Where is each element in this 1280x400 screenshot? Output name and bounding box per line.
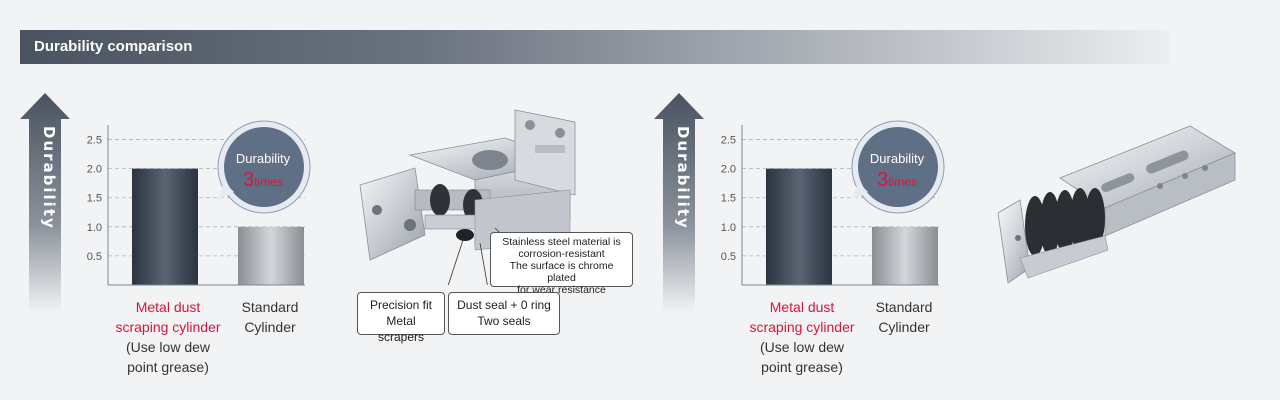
- durability-arrow-icon: [20, 93, 70, 313]
- category-line: (Use low dew: [759, 339, 845, 355]
- bar-metal-dust-scraping: [132, 168, 198, 285]
- category-line: Standard: [875, 299, 933, 315]
- y-tick-label: 0.5: [87, 251, 102, 263]
- durability-callout-bubble: [217, 120, 311, 214]
- callout-seal: Dust seal + 0 ring Two seals: [448, 292, 560, 335]
- callout-line: Dust seal + 0 ring: [457, 298, 551, 312]
- bar-chart: 0.5 1.0 1.5 2.0 2.5: [721, 125, 939, 286]
- category-line: Standard: [241, 299, 299, 315]
- y-tick-label: 2.5: [87, 135, 102, 147]
- callout-precision: Precision fit Metal scrapers: [357, 292, 445, 344]
- category-line: Cylinder: [878, 319, 930, 335]
- category-line: Cylinder: [244, 319, 296, 335]
- callout-line: corrosion-resistant: [518, 248, 605, 260]
- durability-chart-left: Durability 0.5 1.0 1.5 2.0 2.5 Durability 3t…: [0, 0, 340, 400]
- y-tick-label: 1.5: [87, 193, 102, 205]
- category-line: Metal dust: [135, 299, 201, 315]
- y-tick-label: 1.0: [87, 222, 102, 234]
- bar-metal-dust-scraping: [766, 168, 832, 285]
- annotation-number: 3: [877, 169, 889, 191]
- category-line: point grease): [761, 359, 843, 375]
- y-tick-label: 2.5: [721, 135, 736, 147]
- annotation-multiplier: 3times: [852, 169, 942, 192]
- durability-chart-right: Durability 0.5 1.0 1.5 2.0 2.5 Durability 3t…: [634, 0, 974, 400]
- category-label-standard: Standard Cylinder: [854, 297, 954, 337]
- bar-standard-cylinder: [872, 226, 938, 285]
- annotation-word: Durability: [235, 151, 291, 166]
- y-axis-label: Durability: [40, 126, 58, 230]
- annotation-multiplier: 3times: [218, 169, 308, 192]
- category-label-metal: Metal dust scraping cylinder (Use low de…: [737, 297, 867, 377]
- category-line: (Use low dew: [125, 339, 211, 355]
- y-tick-label: 1.0: [721, 222, 736, 234]
- y-tick-label: 1.5: [721, 193, 736, 205]
- category-line: Metal dust: [769, 299, 835, 315]
- annotation-number: 3: [243, 169, 255, 191]
- bar-standard-cylinder: [238, 226, 304, 285]
- section-title: Durability comparison: [34, 38, 193, 55]
- y-tick-label: 0.5: [721, 251, 736, 263]
- bar-chart: 0.5 1.0 1.5 2.0 2.5: [87, 125, 305, 286]
- category-label-standard: Standard Cylinder: [220, 297, 320, 337]
- category-line: point grease): [127, 359, 209, 375]
- annotation-unit: times: [254, 175, 283, 189]
- callout-line: Stainless steel material is: [502, 236, 621, 248]
- annotation-word: Durability: [869, 151, 925, 166]
- bellows-cylinder-image: [997, 125, 1236, 284]
- y-axis-label: Durability: [674, 126, 692, 230]
- callout-stainless: Stainless steel material is corrosion-re…: [490, 232, 633, 296]
- durability-arrow-icon: [654, 93, 704, 313]
- annotation-unit: times: [888, 175, 917, 189]
- callout-line: Precision fit: [369, 298, 433, 312]
- y-tick-label: 2.0: [721, 164, 736, 176]
- category-line: scraping cylinder: [115, 319, 221, 335]
- y-tick-label: 2.0: [87, 164, 102, 176]
- section-header: Durability comparison: [20, 30, 1170, 64]
- category-label-metal: Metal dust scraping cylinder (Use low de…: [103, 297, 233, 377]
- callout-line: The surface is chrome plated: [509, 260, 614, 284]
- category-line: scraping cylinder: [749, 319, 855, 335]
- durability-callout-bubble: [851, 120, 945, 214]
- callout-line: Metal scrapers: [377, 314, 424, 344]
- callout-line: Two seals: [477, 314, 531, 328]
